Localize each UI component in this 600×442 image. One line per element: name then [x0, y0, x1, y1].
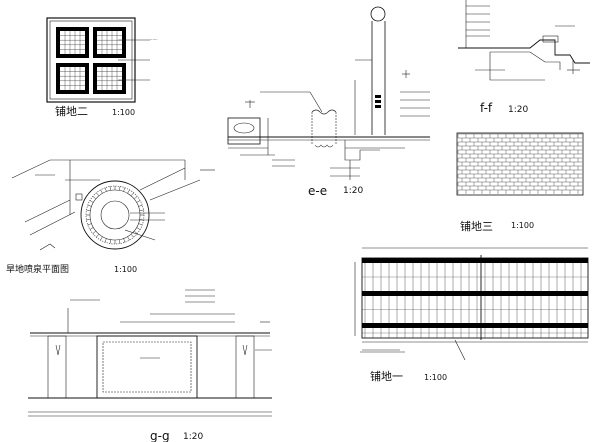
paving-one-title: 铺地一 [370, 370, 403, 383]
paving-one-plan [354, 247, 589, 361]
paving-two-title: 铺地二 [55, 105, 88, 118]
paving-three-scale: 1:100 [511, 221, 534, 230]
fountain-outer-ring [80, 180, 150, 250]
center-pit [96, 335, 198, 399]
paving-two-plan: ······ [46, 17, 158, 103]
paving-two-squares [56, 27, 126, 94]
section-g-g-title: g-g [150, 429, 170, 442]
paving-one-bands [362, 258, 588, 338]
left-wall [47, 335, 67, 399]
fountain-inner-ring [100, 200, 130, 230]
right-wall [235, 335, 255, 399]
basin-left [227, 117, 261, 145]
section-g-g [28, 289, 272, 417]
section-e-e-title: e-e [308, 184, 327, 198]
paving-three-border [456, 132, 584, 196]
paving-one-scale: 1:100 [424, 373, 447, 382]
paving-two-scale: 1:100 [112, 108, 135, 117]
post-cap-circle [370, 6, 386, 22]
section-g-g-scale: 1:20 [183, 432, 203, 442]
paving-two-note: ······ [150, 37, 158, 42]
fountain-dotted-ring [85, 185, 145, 245]
fountain-plan-scale: 1:100 [114, 265, 137, 274]
section-e-e [227, 6, 430, 180]
fountain-ring-ticks [86, 186, 144, 244]
section-f-f-title: f-f [480, 101, 493, 115]
section-f-f-scale: 1:20 [508, 105, 528, 115]
fountain-plan [11, 159, 215, 251]
paving-three-title: 铺地三 [460, 220, 493, 233]
paving-three-bricks [457, 133, 582, 194]
section-f-f [458, 0, 590, 81]
paving-three-plan [456, 132, 584, 196]
fountain-plan-title: 旱地喷泉平面图 [6, 263, 69, 275]
section-e-e-scale: 1:20 [343, 186, 363, 196]
